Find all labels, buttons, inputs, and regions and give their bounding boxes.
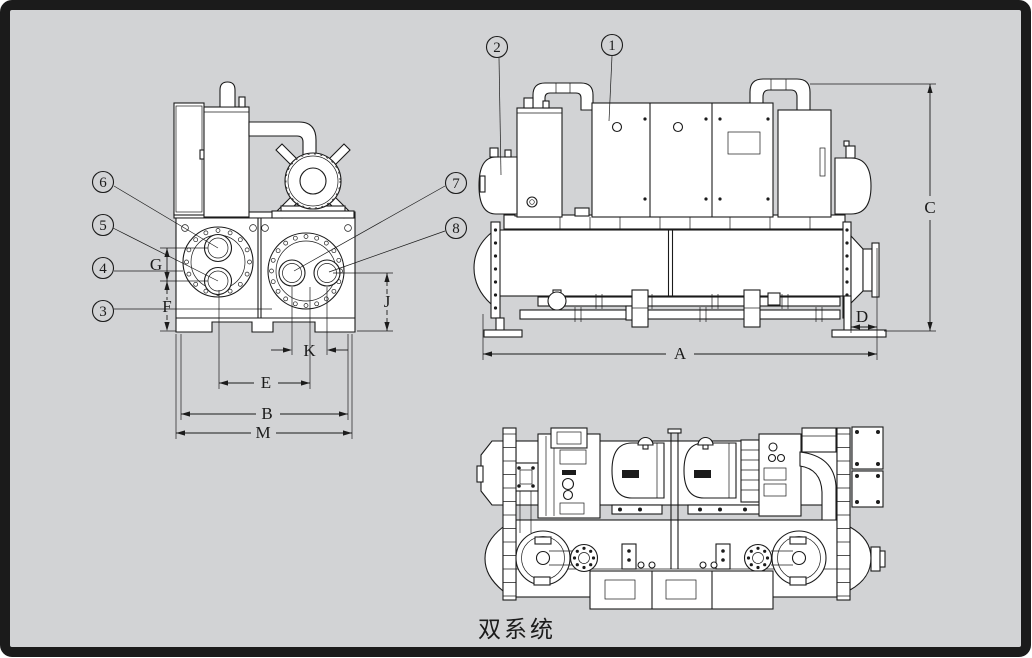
callout-3: 3 [91,299,272,323]
dim-G-label: G [150,255,162,274]
control-cabinet [591,102,774,218]
callout-2-number: 2 [493,40,501,56]
cabinet-window [727,131,761,155]
dim-F: F [160,281,176,332]
motor-1 [611,437,665,515]
callout-8: 8 [328,216,468,273]
dim-F-label: F [162,297,171,316]
callout-4: 4 [91,256,183,280]
condenser-end [267,232,345,310]
dim-B-label: B [261,404,272,423]
compressor [271,143,355,219]
callout-6: 6 [91,170,219,249]
base-box [589,570,774,610]
callout-1-number: 1 [608,38,616,54]
foot-right [831,295,887,338]
side-view: 2 1 C A [473,33,936,363]
callout-4-number: 4 [99,261,107,277]
dim-C: C [810,83,936,332]
right-cabinet [777,109,832,218]
dim-D-label: D [856,307,868,326]
center-pipe [667,428,682,569]
lower-left-head [484,525,504,593]
dim-G: G [150,247,208,282]
oil-separator-left [516,97,563,218]
compressor-1 [513,427,601,533]
water-nozzle-left [278,259,306,287]
tube-sheet-strip-right [836,427,851,601]
caption: 双系统 [478,617,556,643]
accumulator-dome [478,147,518,215]
foot-left [483,317,523,338]
control-panel [173,102,207,216]
compressor-2 [740,427,837,521]
water-boxes-right [851,426,884,508]
vent-cap [697,437,714,446]
dim-B: B [180,334,349,423]
dim-J: J [333,272,393,332]
dim-D: D [850,307,877,333]
dim-M-label: M [255,423,270,442]
oil-separator-right [834,140,872,215]
dim-C-label: C [924,198,935,217]
shell [496,229,846,297]
bolt-circle [184,228,252,296]
callout-7-number: 7 [452,176,460,192]
plan-view: 双系统 [476,426,886,643]
dim-E: E [218,287,311,392]
evaporator-end [182,226,254,298]
suction-elbow-left [515,530,599,586]
dim-A: A [482,248,878,363]
door-handle [611,121,623,133]
callout-3-number: 3 [99,304,107,320]
discharge-elbow-left [532,82,594,111]
dim-J-label: J [384,292,391,311]
piping [519,289,841,328]
support-brackets [621,543,731,570]
top-box [550,427,588,449]
left-head [473,221,501,319]
vent-cap [637,437,654,446]
mounting-rail [611,504,663,515]
dim-A-label: A [674,344,687,363]
door-handle [672,121,684,133]
callout-8-number: 8 [452,221,460,237]
tube-sheet-strip-left [502,427,517,601]
end-view: 6 5 4 3 7 8 [91,81,468,442]
callout-5-number: 5 [99,218,107,234]
callout-2: 2 [485,35,509,176]
callout-7: 7 [293,171,468,272]
suction-elbow-right [743,530,827,586]
oil-separator [203,81,250,218]
discharge-pipe [799,451,837,521]
dim-M: M [175,334,353,442]
callout-6-number: 6 [99,175,107,191]
dim-E-label: E [261,373,271,392]
callout-1: 1 [600,33,624,122]
